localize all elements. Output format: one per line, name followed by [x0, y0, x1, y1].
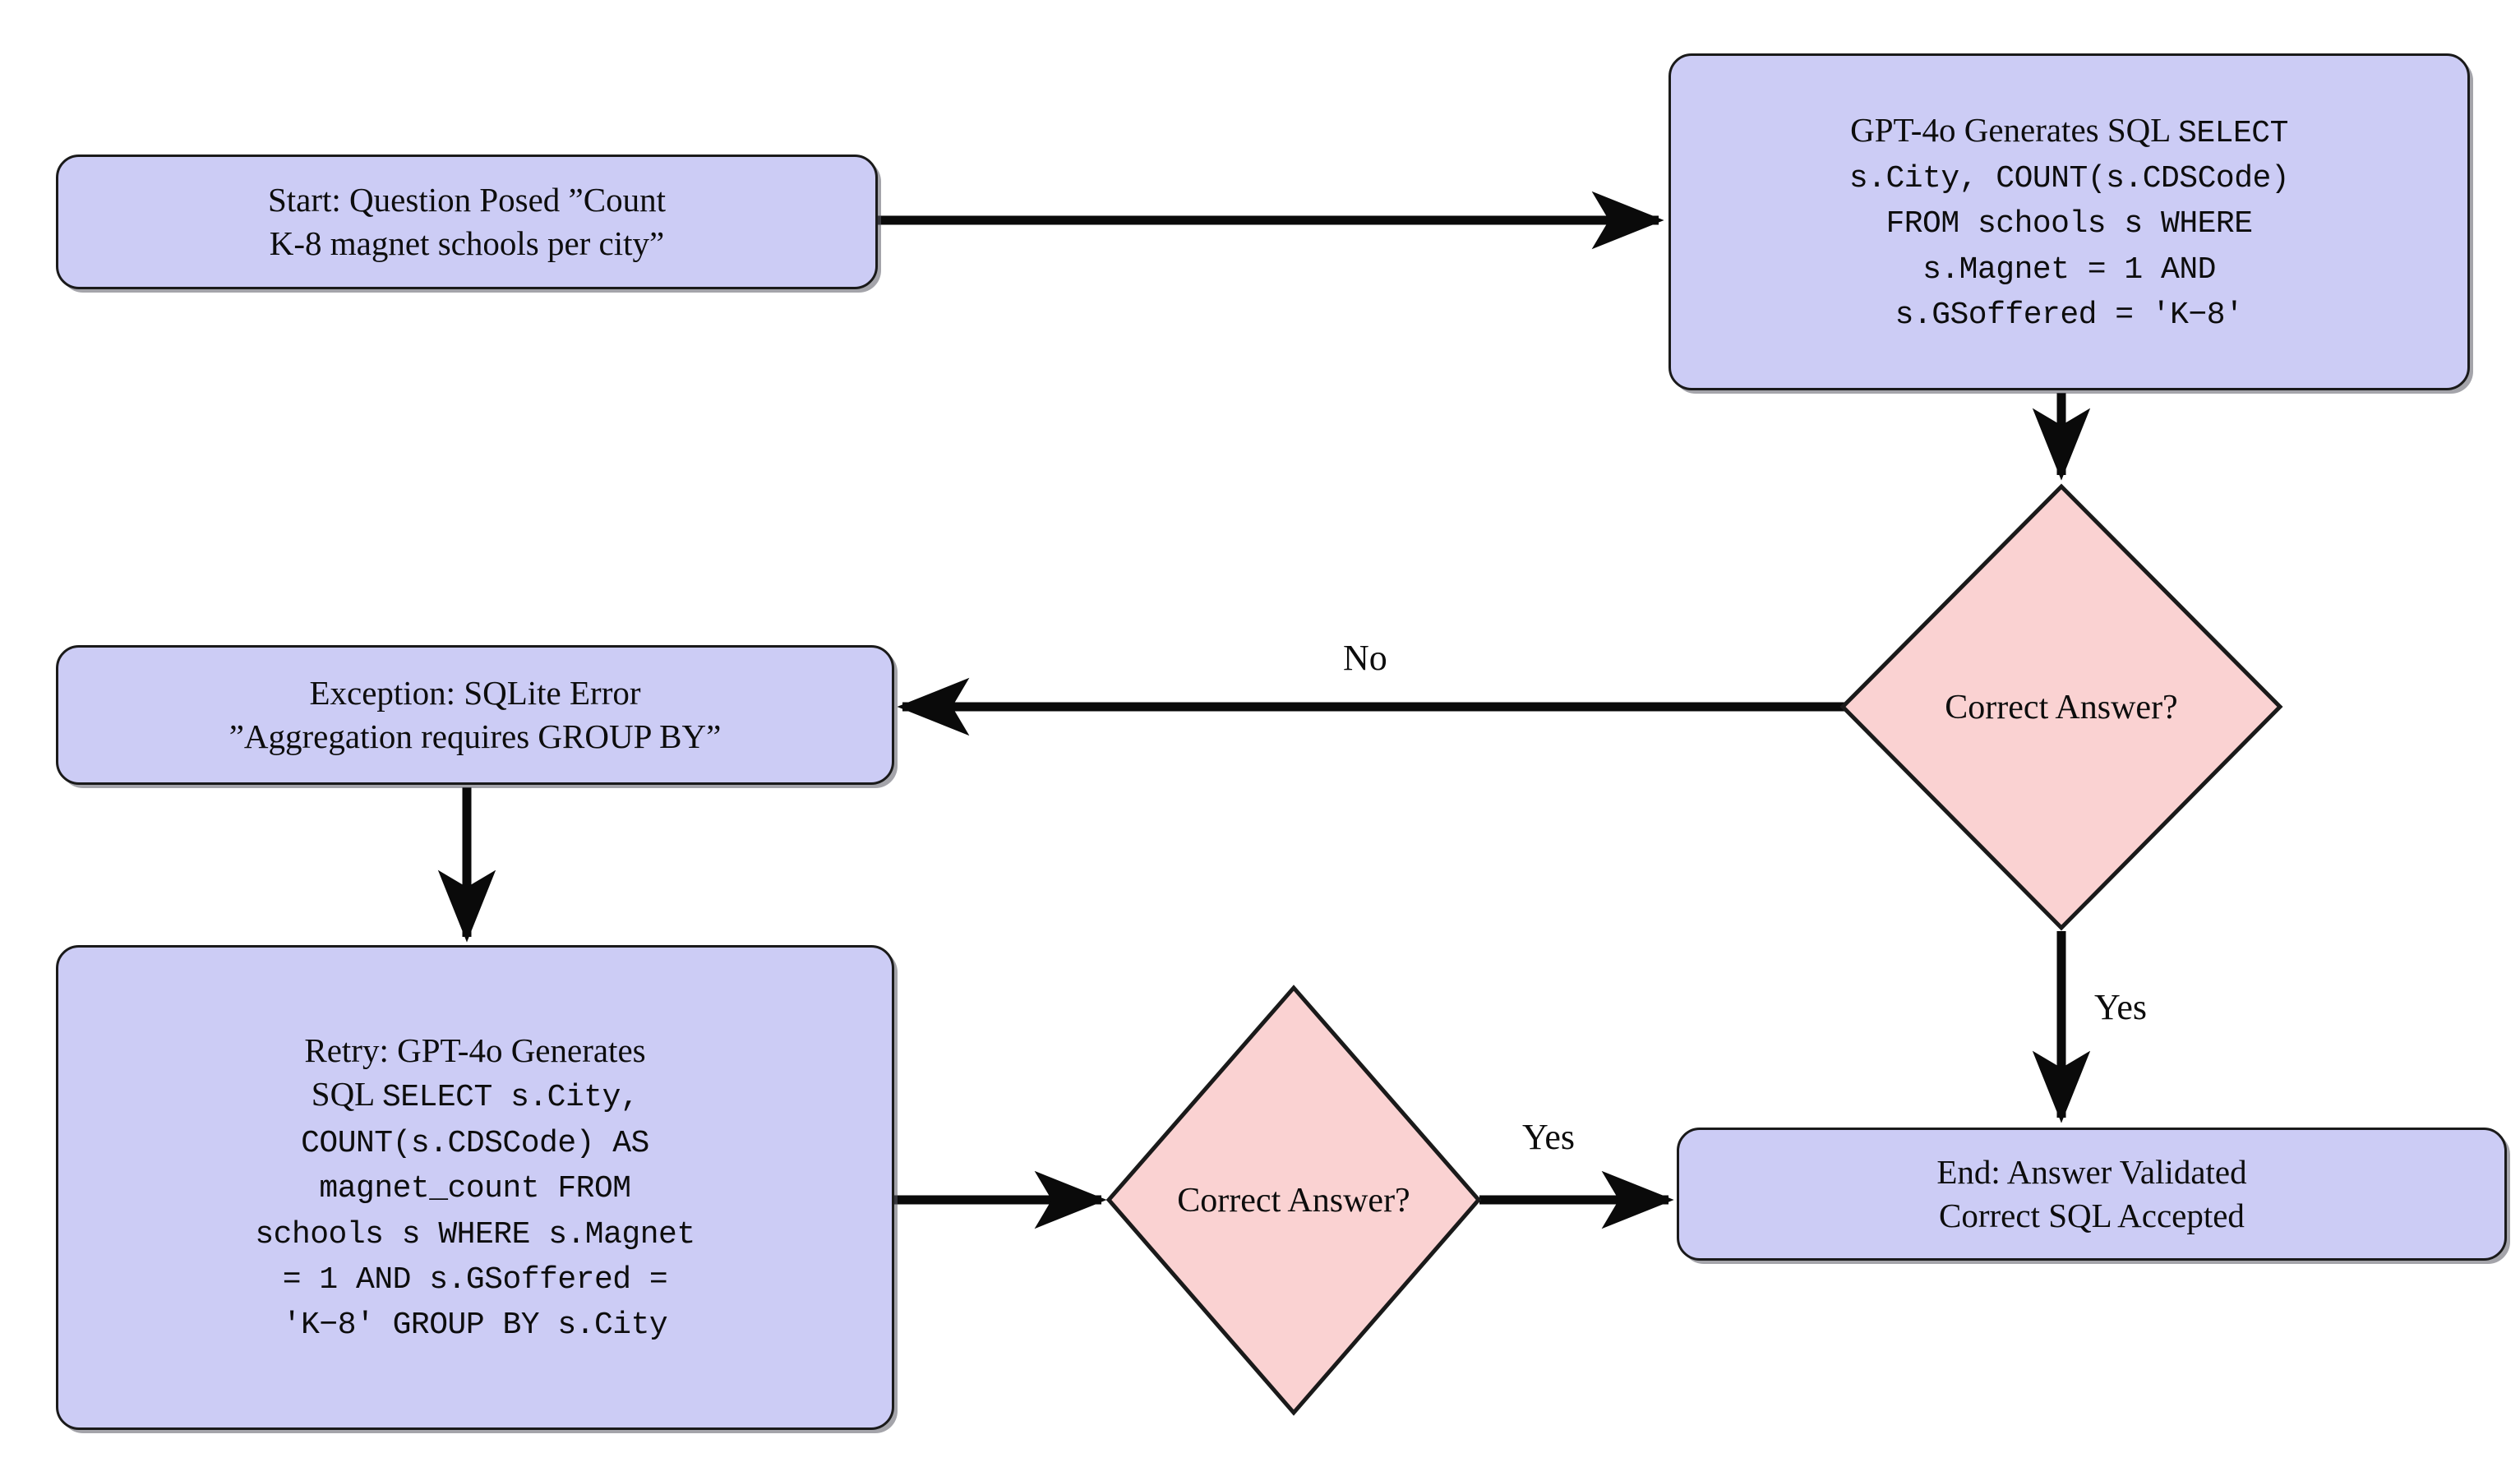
node-generate-sql[interactable]: GPT-4o Generates SQL SELECT s.City, COUN… [1668, 53, 2470, 390]
end-line-1: End: Answer Validated [1936, 1152, 2247, 1191]
node-retry-text: Retry: GPT-4o Generates SQL SELECT s.Cit… [237, 1026, 713, 1349]
retry-prose-2: SQL [311, 1075, 374, 1114]
edge-label-no: No [1343, 638, 1387, 678]
retry-code-2: magnet_count FROM [319, 1171, 631, 1207]
generate-prose: GPT-4o Generates SQL [1850, 110, 2170, 149]
retry-code-1: COUNT(s.CDSCode) AS [301, 1125, 649, 1161]
retry-code-4: = 1 AND s.GSoffered = [282, 1262, 668, 1298]
generate-code-inline: SELECT [2178, 115, 2288, 151]
start-line-2: K-8 magnet schools per city” [269, 224, 665, 262]
retry-code-3: schools s WHERE s.Magnet [255, 1216, 695, 1252]
node-retry-generate-sql[interactable]: Retry: GPT-4o Generates SQL SELECT s.Cit… [56, 945, 894, 1430]
generate-code-4: s.GSoffered = ′K−8′ [1895, 297, 2244, 334]
node-exception-text: Exception: SQLite Error ”Aggregation req… [211, 668, 740, 763]
generate-code-3: s.Magnet = 1 AND [1922, 251, 2216, 288]
edge-label-yes-horizontal: Yes [1522, 1117, 1576, 1157]
edge-label-yes-vertical: Yes [2094, 987, 2148, 1027]
node-end-text: End: Answer Validated Correct SQL Accept… [1918, 1147, 2264, 1242]
node-end[interactable]: End: Answer Validated Correct SQL Accept… [1677, 1128, 2507, 1261]
generate-code-1: s.City, COUNT(s.CDSCode) [1848, 160, 2290, 196]
node-exception[interactable]: Exception: SQLite Error ”Aggregation req… [56, 645, 894, 785]
exception-line-1: Exception: SQLite Error [309, 673, 641, 712]
node-decision-correct-answer-1[interactable]: Correct Answer? [1839, 483, 2283, 931]
exception-line-2: ”Aggregation requires GROUP BY” [228, 717, 722, 755]
end-line-2: Correct SQL Accepted [1939, 1197, 2245, 1234]
node-start-text: Start: Question Posed ”Count K-8 magnet … [250, 175, 684, 270]
retry-code-inline: SELECT s.City, [381, 1080, 639, 1116]
node-decision-correct-answer-2[interactable]: Correct Answer? [1105, 985, 1482, 1416]
node-start[interactable]: Start: Question Posed ”Count K-8 magnet … [56, 155, 878, 289]
retry-code-5: ′K−8′ GROUP BY s.City [282, 1307, 668, 1344]
start-line-1: Start: Question Posed ”Count [267, 180, 666, 219]
retry-prose: Retry: GPT-4o Generates [304, 1031, 646, 1070]
node-generate-sql-text: GPT-4o Generates SQL SELECT s.City, COUN… [1831, 105, 2307, 339]
generate-code-2: FROM schools s WHERE [1885, 206, 2253, 242]
